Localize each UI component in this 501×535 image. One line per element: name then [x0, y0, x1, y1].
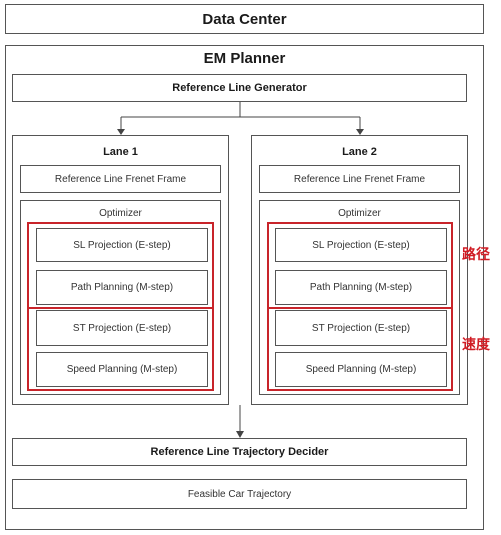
- lane2-frenet-frame-box: Reference Line Frenet Frame: [259, 165, 460, 193]
- lane1-st-projection-label: ST Projection (E-step): [72, 322, 172, 334]
- em-planner-title: EM Planner: [203, 50, 286, 67]
- lane1-sl-projection-label: SL Projection (E-step): [73, 239, 171, 251]
- lane2-speed-planning-label: Speed Planning (M-step): [305, 364, 417, 375]
- lane2-sl-projection-label: SL Projection (E-step): [312, 239, 410, 251]
- lane1-optimizer-label: Optimizer: [99, 208, 142, 219]
- lane2-path-planning-label: Path Planning (M-step): [309, 282, 413, 293]
- arrowhead-lane1: [117, 129, 125, 135]
- lane1-speed-planning-label: Speed Planning (M-step): [66, 364, 178, 375]
- lane2-optimizer-label: Optimizer: [338, 208, 381, 219]
- lane1-speed-planning-box: Speed Planning (M-step): [36, 352, 208, 387]
- lane1-speed-highlight: [27, 307, 214, 391]
- lane1-title: Lane 1: [103, 146, 138, 158]
- lane2-speed-highlight: [267, 307, 453, 391]
- data-center-box: Data Center: [5, 4, 484, 34]
- reference-line-generator-label: Reference Line Generator: [172, 82, 307, 94]
- lane1-sl-projection-box: SL Projection (E-step): [36, 228, 208, 262]
- arrowhead-lane2: [356, 129, 364, 135]
- feasible-trajectory-label: Feasible Car Trajectory: [187, 488, 292, 500]
- lane2-st-projection-label: ST Projection (E-step): [311, 322, 411, 334]
- lane2-speed-planning-box: Speed Planning (M-step): [275, 352, 447, 387]
- lane1-path-planning-label: Path Planning (M-step): [70, 282, 174, 293]
- lane2-path-planning-box: Path Planning (M-step): [275, 270, 447, 305]
- lane2-frenet-frame-label: Reference Line Frenet Frame: [293, 173, 426, 185]
- feasible-trajectory-box: Feasible Car Trajectory: [12, 479, 467, 509]
- trajectory-decider-label: Reference Line Trajectory Decider: [150, 446, 329, 458]
- lane2-st-projection-box: ST Projection (E-step): [275, 310, 447, 346]
- path-annotation: 路径: [462, 246, 490, 262]
- lane1-st-projection-box: ST Projection (E-step): [36, 310, 208, 346]
- lane1-frenet-frame-box: Reference Line Frenet Frame: [20, 165, 221, 193]
- lane2-sl-projection-box: SL Projection (E-step): [275, 228, 447, 262]
- lane2-title: Lane 2: [342, 146, 377, 158]
- speed-annotation: 速度: [462, 336, 490, 352]
- lane1-path-planning-box: Path Planning (M-step): [36, 270, 208, 305]
- trajectory-decider-box: Reference Line Trajectory Decider: [12, 438, 467, 466]
- data-center-label: Data Center: [202, 10, 287, 28]
- arrowhead-decider: [236, 431, 244, 438]
- lane1-frenet-frame-label: Reference Line Frenet Frame: [54, 173, 187, 185]
- reference-line-generator-box: Reference Line Generator: [12, 74, 467, 102]
